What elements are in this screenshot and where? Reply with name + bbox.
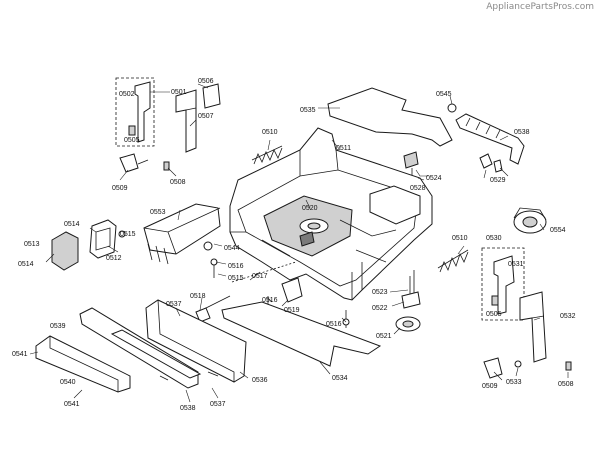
bracket-assembly-0530 <box>481 247 572 379</box>
left-parts-0513-0512 <box>51 219 126 271</box>
label-0508: 0508 <box>170 179 186 186</box>
panels-0536-0540 <box>35 299 382 393</box>
label-0521: 0521 <box>376 333 392 340</box>
label-0537-top: 0537 <box>166 301 182 308</box>
label-0539: 0539 <box>50 323 66 330</box>
housing-0553 <box>143 203 221 265</box>
label-0510-right: 0510 <box>452 235 468 242</box>
label-0537-bottom: 0537 <box>210 401 226 408</box>
leader-lines <box>29 83 569 403</box>
label-0541-bottom: 0541 <box>64 401 80 408</box>
label-0512: 0512 <box>106 255 122 262</box>
label-0531: 0531 <box>508 261 524 268</box>
label-0538-bottom: 0538 <box>180 405 196 412</box>
label-0516-c: 0516 <box>326 321 342 328</box>
cover-plate-0535 <box>327 87 453 147</box>
valve-parts-0521-0523 <box>395 270 421 332</box>
label-0544: 0544 <box>224 245 240 252</box>
label-0532: 0532 <box>560 313 576 320</box>
label-0528: 0528 <box>410 185 426 192</box>
label-0508-right: 0508 <box>558 381 574 388</box>
label-0511: 0511 <box>336 145 351 152</box>
label-0516-b: 0516 <box>262 297 278 304</box>
label-0545: 0545 <box>436 91 452 98</box>
springs-0510 <box>251 145 469 273</box>
label-0513: 0513 <box>24 241 40 248</box>
base-tub-0511 <box>229 127 433 301</box>
part-labels: 0501 0502 0505 0506 0507 0508 0509 0510 … <box>12 78 576 412</box>
label-0506: 0506 <box>198 78 214 85</box>
label-0520: 0520 <box>302 205 318 212</box>
label-0519: 0519 <box>284 307 300 314</box>
label-0535: 0535 <box>300 107 316 114</box>
label-0510: 0510 <box>262 129 278 136</box>
label-0501: 0501 <box>171 89 187 96</box>
label-0524: 0524 <box>426 175 442 182</box>
label-0529: 0529 <box>490 177 506 184</box>
label-0554: 0554 <box>550 227 566 234</box>
label-0514-bottom: 0514 <box>18 261 34 268</box>
label-0509-right: 0509 <box>482 383 498 390</box>
hose-0538 <box>403 103 525 192</box>
label-0523: 0523 <box>372 289 388 296</box>
label-0553: 0553 <box>150 209 166 216</box>
label-0509: 0509 <box>112 185 128 192</box>
bracket-assembly-0501 <box>115 77 221 173</box>
label-0534: 0534 <box>332 375 348 382</box>
label-0541-left: 0541 <box>12 351 28 358</box>
motor-0554 <box>513 207 547 234</box>
label-0538: 0538 <box>514 129 530 136</box>
label-0530: 0530 <box>486 235 502 242</box>
label-0505-right: 0505 <box>486 311 502 318</box>
label-0515-mid: 0515 <box>228 275 244 282</box>
label-0514-top: 0514 <box>64 221 80 228</box>
watermark: AppliancePartsPros.com <box>486 2 594 12</box>
label-0515-left: 0515 <box>120 231 136 238</box>
label-0507: 0507 <box>198 113 214 120</box>
label-0533: 0533 <box>506 379 522 386</box>
label-0516-a: 0516 <box>228 263 244 270</box>
label-0540: 0540 <box>60 379 76 386</box>
label-0505: 0505 <box>124 137 140 144</box>
label-0517: 0517 <box>252 273 268 280</box>
label-0536: 0536 <box>252 377 268 384</box>
label-0518: 0518 <box>190 293 206 300</box>
label-0502: 0502 <box>119 91 135 98</box>
label-0522: 0522 <box>372 305 388 312</box>
